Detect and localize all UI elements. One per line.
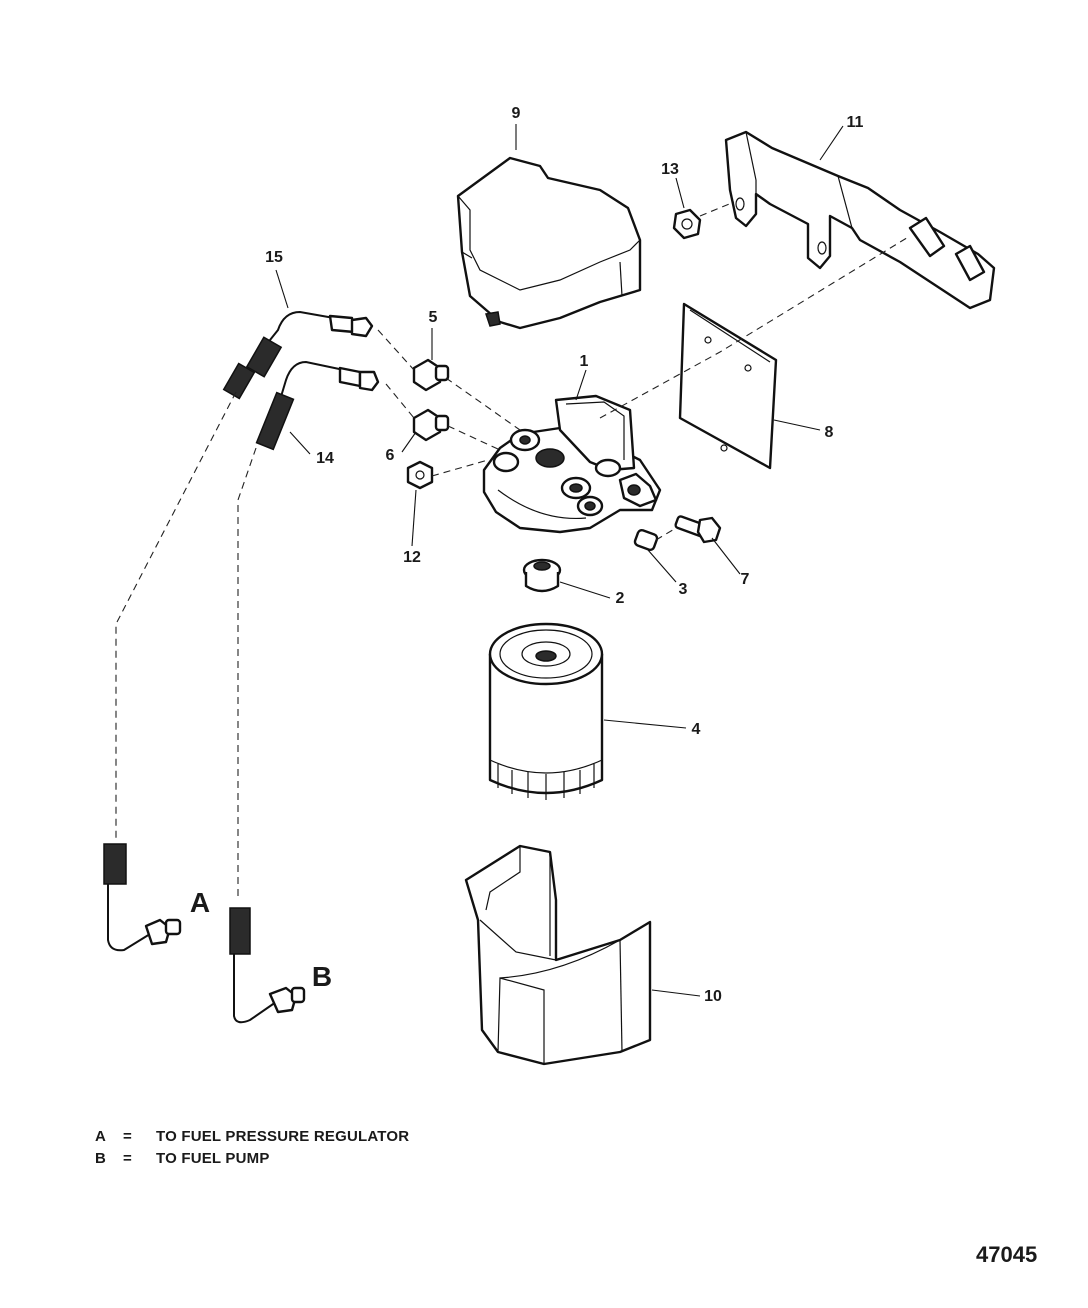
part-8-gasket-plate — [678, 302, 778, 470]
connection-a-label: A — [190, 887, 210, 918]
legend-equals: = — [123, 1128, 132, 1145]
callout-1: 1 — [580, 353, 589, 370]
legend-text: TO FUEL PRESSURE REGULATOR — [156, 1128, 410, 1145]
callout-4: 4 — [692, 721, 701, 738]
part-4-filter-element — [488, 622, 604, 800]
part-11-mounting-bracket — [724, 130, 996, 310]
callout-7: 7 — [741, 571, 750, 588]
part-2-center-adapter — [522, 558, 562, 593]
callout-12: 12 — [403, 549, 421, 566]
leader-lines — [275, 124, 844, 997]
connection-b-label: B — [312, 961, 332, 992]
callout-2: 2 — [616, 590, 625, 607]
part-6-fitting — [412, 408, 450, 442]
callout-5: 5 — [429, 309, 438, 326]
callout-13: 13 — [661, 161, 679, 178]
legend-text: TO FUEL PUMP — [156, 1150, 270, 1167]
alignment-lines — [377, 201, 911, 541]
callout-11: 11 — [847, 114, 864, 131]
part-5-fitting — [412, 358, 450, 392]
callout-labels: 1 2 3 4 5 6 7 8 9 10 11 12 13 14 15 A B — [190, 105, 864, 1005]
part-3-plug — [633, 528, 659, 552]
part-10-lower-cover — [464, 844, 652, 1066]
part-9-upper-cover — [456, 156, 642, 330]
legend-key: A — [95, 1128, 107, 1145]
figure-number: 47045 — [976, 1242, 1038, 1267]
legend-equals: = — [123, 1150, 132, 1167]
part-1-filter-head — [482, 394, 662, 534]
callout-14: 14 — [316, 450, 334, 467]
legend-row-a: A = TO FUEL PRESSURE REGULATOR — [95, 1128, 409, 1145]
callout-8: 8 — [825, 424, 834, 441]
part-15-fuel-line — [103, 310, 374, 952]
part-13-nut — [672, 208, 702, 240]
callout-6: 6 — [386, 447, 395, 464]
part-14-fuel-line — [229, 360, 380, 1024]
callout-15: 15 — [265, 249, 283, 266]
callout-3: 3 — [679, 581, 688, 598]
callout-10: 10 — [704, 988, 722, 1005]
legend-row-b: B = TO FUEL PUMP — [95, 1150, 270, 1167]
part-12-nut — [406, 460, 434, 490]
legend-key: B — [95, 1150, 107, 1167]
part-7-bolt — [674, 515, 722, 544]
callout-9: 9 — [512, 105, 521, 122]
